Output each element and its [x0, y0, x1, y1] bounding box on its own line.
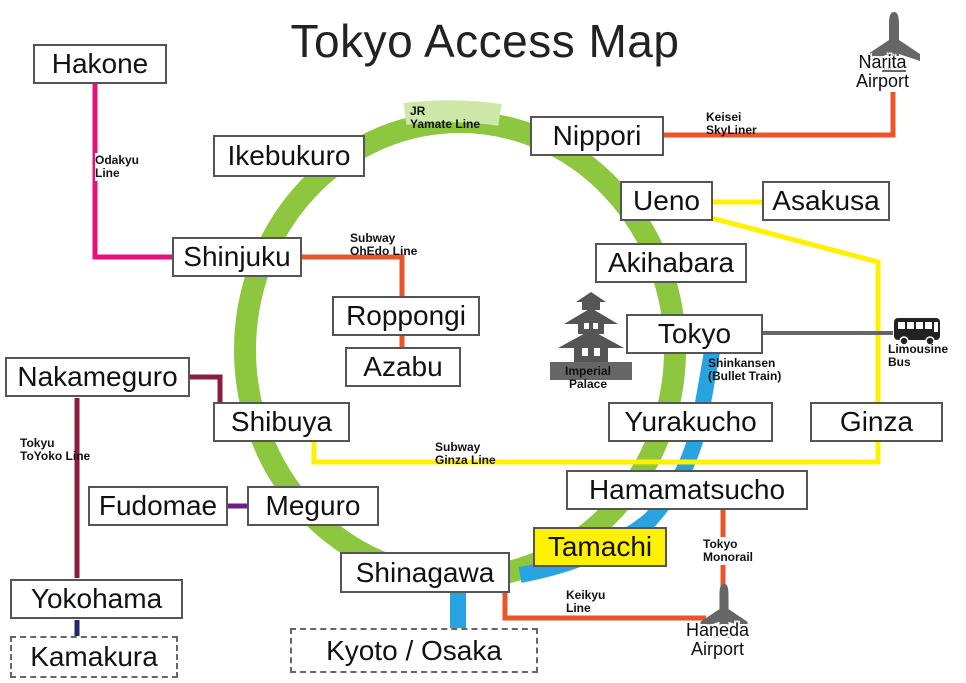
airplane-icon: [868, 12, 920, 72]
odakyu-line-label: Odakyu Line: [95, 153, 140, 181]
keikyu-line-label-2: Line: [566, 601, 591, 615]
yamanote-line-label: JR Yamate Line: [410, 105, 480, 131]
station-kamakura[interactable]: Kamakura: [10, 636, 178, 678]
keisei-line-label-2: SkyLiner: [706, 123, 757, 137]
bus-icon: [894, 318, 940, 346]
station-tokyo[interactable]: Tokyo: [626, 314, 763, 354]
castle-icon: [550, 292, 632, 380]
station-nippori[interactable]: Nippori: [530, 116, 664, 156]
station-asakusa[interactable]: Asakusa: [762, 181, 890, 221]
odakyu-line: [92, 80, 172, 260]
keisei-line-label: Keisei SkyLiner: [706, 111, 757, 137]
ginza-line-label-1: Subway: [435, 440, 481, 454]
narita-airport-label-2: Airport: [856, 71, 910, 91]
keikyu-line-label: Keikyu Line: [566, 589, 605, 615]
station-hakone[interactable]: Hakone: [33, 44, 167, 84]
haneda-airport-label[interactable]: Haneda Airport: [686, 621, 749, 659]
keikyu-line-label-1: Keikyu: [566, 588, 606, 602]
monorail-line-label: Tokyo Monorail: [703, 537, 753, 565]
station-meguro[interactable]: Meguro: [247, 486, 379, 526]
station-kyoto-osaka[interactable]: Kyoto / Osaka: [290, 628, 538, 673]
imperial-palace-label: Imperial Palace: [565, 365, 611, 391]
oedo-line-label-1: Subway: [350, 231, 396, 245]
imperial-palace-label-2: Palace: [568, 377, 608, 391]
limousine-bus-label-2: Bus: [888, 355, 911, 369]
station-ueno[interactable]: Ueno: [620, 181, 713, 221]
haneda-airport-label-1: Haneda: [686, 620, 750, 640]
limousine-bus-label-1: Limousine: [888, 342, 949, 356]
limousine-bus-label: Limousine Bus: [888, 343, 948, 369]
station-shibuya[interactable]: Shibuya: [213, 402, 350, 442]
ginza-line-label: Subway Ginza Line: [435, 441, 496, 467]
station-azabu[interactable]: Azabu: [345, 347, 461, 387]
station-tamachi[interactable]: Tamachi: [533, 527, 667, 567]
station-hamamatsucho[interactable]: Hamamatsucho: [566, 470, 808, 510]
shinkansen-line-label-2: (Bullet Train): [708, 369, 782, 383]
station-shinjuku[interactable]: Shinjuku: [172, 237, 302, 277]
shinkansen-line-label-1: Shinkansen: [708, 356, 776, 370]
oedo-line: [300, 254, 405, 300]
keisei-line: [664, 92, 896, 138]
station-yurakucho[interactable]: Yurakucho: [608, 402, 773, 442]
monorail-line-label-1: Tokyo: [703, 537, 738, 551]
odakyu-line-label-1: Odakyu: [95, 153, 140, 167]
ginza-line-east: [699, 212, 881, 404]
imperial-palace-label-1: Imperial: [565, 364, 612, 378]
haneda-airport-label-2: Airport: [691, 639, 745, 659]
yamanote-line-label-1: JR: [410, 104, 426, 118]
station-roppongi[interactable]: Roppongi: [332, 296, 480, 336]
station-akihabara[interactable]: Akihabara: [595, 243, 747, 283]
yamanote-line-highlight: [403, 100, 502, 126]
narita-airport-label[interactable]: Narita Airport: [856, 53, 909, 91]
shinkansen-line-label: Shinkansen (Bullet Train): [708, 357, 781, 383]
monorail-line-label-2: Monorail: [703, 550, 753, 564]
keisei-line-label-1: Keisei: [706, 110, 742, 124]
keikyu-line: [502, 592, 706, 621]
toyoko-line-label-2: ToYoko Line: [20, 449, 91, 463]
station-shinagawa[interactable]: Shinagawa: [340, 552, 510, 593]
station-ikebukuro[interactable]: Ikebukuro: [213, 135, 365, 177]
toyoko-link: [190, 374, 223, 402]
yamanote-line-label-2: Yamate Line: [410, 117, 481, 131]
narita-airport-label-1: Narita: [858, 52, 907, 72]
station-fudomae[interactable]: Fudomae: [88, 486, 228, 526]
oedo-line-label-2: OhEdo Line: [350, 244, 418, 258]
oedo-line-label: Subway OhEdo Line: [350, 232, 417, 258]
odakyu-line-label-2: Line: [95, 166, 120, 180]
station-yokohama[interactable]: Yokohama: [10, 579, 183, 619]
toyoko-line-label-1: Tokyu: [20, 436, 55, 450]
toyoko-line-label: Tokyu ToYoko Line: [20, 437, 90, 463]
map-title: Tokyo Access Map: [290, 15, 680, 67]
ginza-line-label-2: Ginza Line: [435, 453, 496, 467]
station-nakameguro[interactable]: Nakameguro: [5, 357, 190, 397]
airplane-icon: [700, 583, 748, 638]
ginza-line: [311, 440, 881, 465]
station-ginza[interactable]: Ginza: [810, 402, 943, 442]
